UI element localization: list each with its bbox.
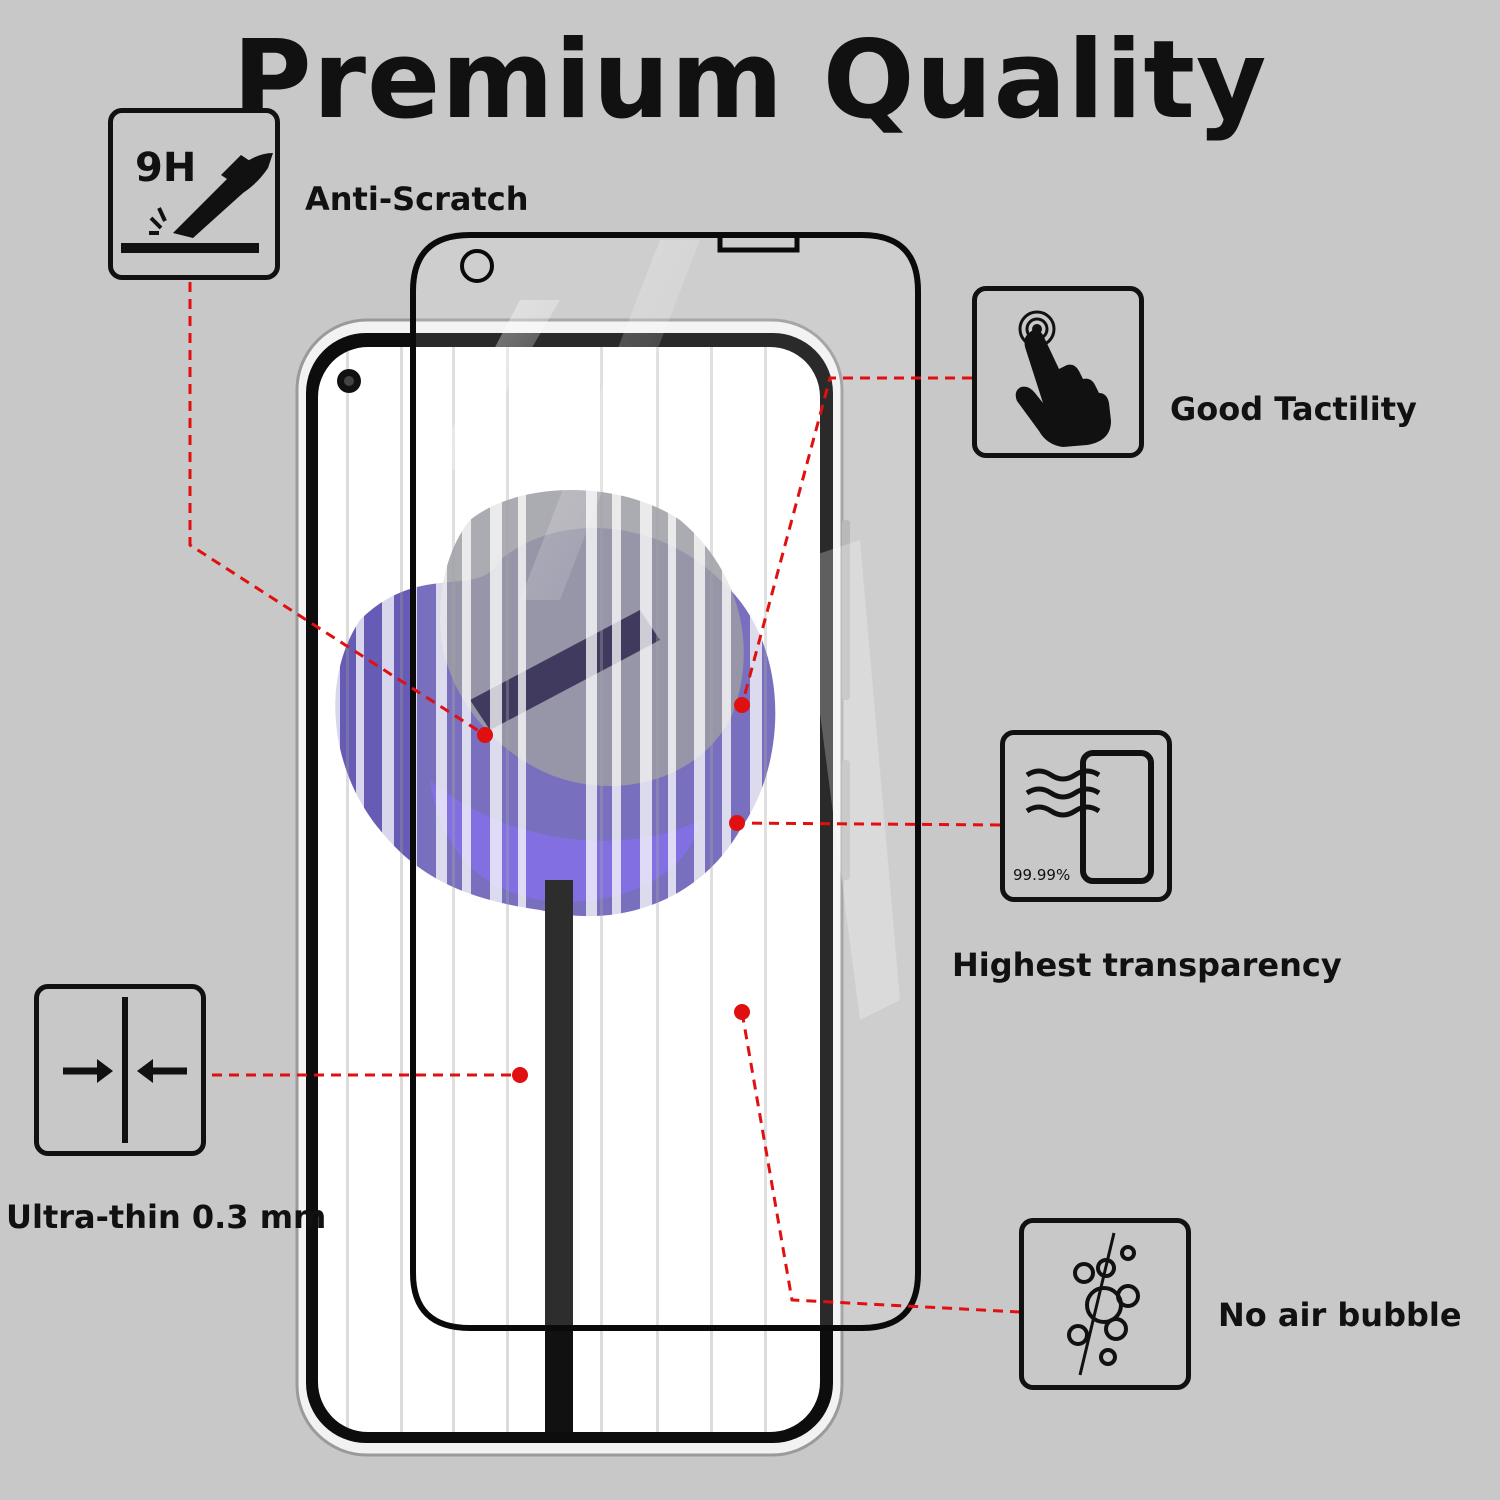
bubble-icon-box (1019, 1218, 1191, 1390)
page-title: Premium Quality (232, 18, 1268, 143)
tactility-icon-box (972, 286, 1144, 458)
anti-scratch-label: Anti-Scratch (305, 180, 529, 218)
thin-icon-box (34, 984, 206, 1156)
thin-label: Ultra-thin 0.3 mm (6, 1198, 327, 1236)
hardness-badge: 9H (135, 145, 196, 191)
knife-scratch-icon: 9H (121, 145, 273, 253)
transparency-icon-box: 99.99% (1000, 730, 1172, 902)
leader-points (477, 697, 750, 1083)
bubble-label: No air bubble (1218, 1296, 1462, 1334)
leader-anti-scratch (188, 282, 486, 737)
screen-protector (410, 232, 921, 1331)
phone-wallpaper (318, 347, 820, 1432)
leader-transparency (736, 821, 1001, 827)
transparency-label: Highest transparency (952, 946, 1342, 984)
thickness-arrows-icon (63, 997, 187, 1143)
leader-bubble (740, 1011, 1021, 1314)
finger-touch-icon (1015, 310, 1111, 447)
transparency-badge: 99.99% (1013, 866, 1070, 884)
anti-scratch-icon-box: 9H (108, 108, 280, 280)
leader-tactility (740, 376, 972, 706)
transparency-icon: 99.99% (1013, 750, 1154, 884)
leader-lines (188, 282, 1021, 1314)
phone (295, 318, 850, 1457)
tactility-label: Good Tactility (1170, 390, 1417, 428)
air-bubble-icon (1067, 1232, 1140, 1376)
